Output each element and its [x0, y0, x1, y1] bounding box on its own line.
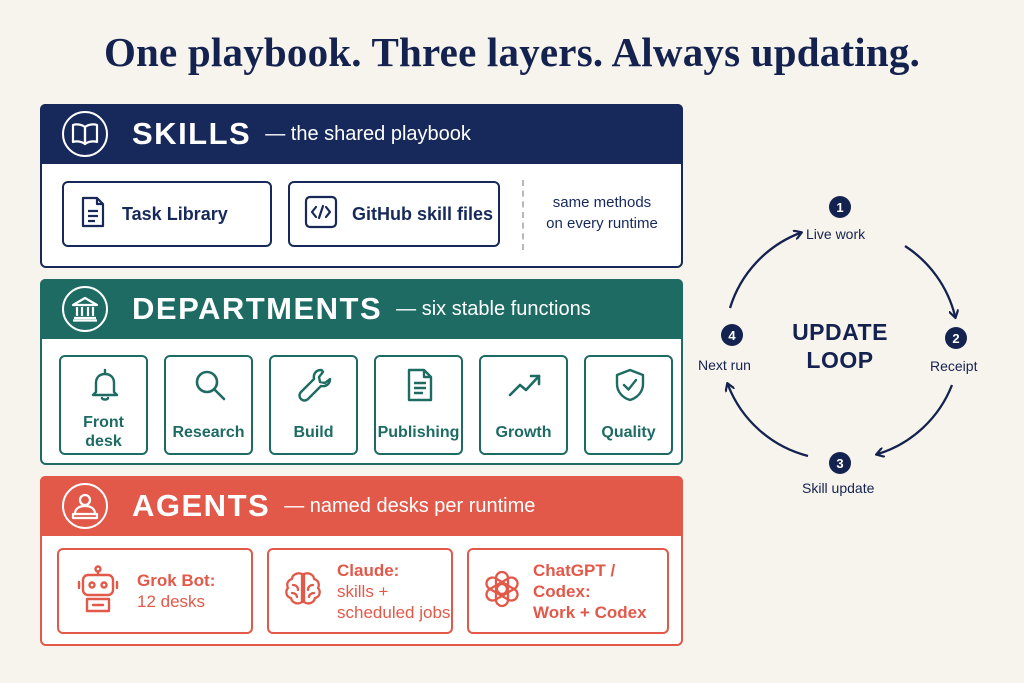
loop-step-2-number: 2	[952, 331, 959, 346]
dept-card-label: Build	[293, 424, 334, 441]
dept-card-label: Quality	[601, 424, 656, 441]
loop-step-4-label: Next run	[698, 357, 751, 373]
dept-card-quality[interactable]: Quality	[584, 355, 673, 455]
dept-card-growth[interactable]: Growth	[479, 355, 568, 455]
dept-card-publishing[interactable]: Publishing	[374, 355, 463, 455]
bell-icon	[91, 368, 119, 401]
loop-step-3-number: 3	[836, 456, 843, 471]
page-title: One playbook. Three layers. Always updat…	[103, 29, 921, 75]
skills-title: SKILLS	[132, 116, 252, 151]
wrench-icon	[298, 368, 332, 402]
skills-layer: SKILLS — the shared playbook Task Librar…	[40, 104, 683, 268]
shield-check-icon	[615, 368, 645, 402]
agents-subtitle: — named desks per runtime	[284, 494, 536, 517]
skills-note: same methods on every runtime	[537, 192, 667, 234]
skills-header: SKILLS — the shared playbook	[40, 104, 683, 164]
loop-arrow-3-4	[728, 385, 809, 458]
building-icon	[62, 286, 108, 332]
code-file-icon	[304, 195, 338, 234]
agent-card-text: ChatGPT / Codex: Work + Codex	[533, 560, 667, 623]
departments-title: DEPARTMENTS	[132, 291, 383, 326]
loop-step-1-badge	[829, 196, 851, 218]
document-icon	[407, 368, 433, 402]
dept-card-label-line: desk	[85, 433, 122, 450]
agent-card-detail: Work + Codex	[533, 602, 647, 622]
document-icon	[80, 196, 106, 233]
robot-icon	[75, 564, 121, 618]
dept-card-front-desk[interactable]: Front desk	[59, 355, 148, 455]
loop-center-title: UPDATE LOOP	[780, 318, 900, 374]
dept-card-label: Growth	[495, 424, 552, 441]
dept-card-label-line: Front	[83, 414, 124, 431]
skill-card-label: Task Library	[122, 203, 228, 224]
agent-card-text: Claude: skills + scheduled jobs	[337, 560, 450, 623]
dept-card-label: Research	[172, 424, 245, 441]
loop-step-2-label: Receipt	[930, 358, 978, 374]
loop-step-1-number: 1	[836, 200, 843, 215]
loop-step-1-label: Live work	[806, 226, 866, 242]
skill-card-label: GitHub skill files	[352, 203, 494, 224]
agents-header: AGENTS — named desks per runtime	[40, 476, 683, 536]
agent-card-claude[interactable]: Claude: skills + scheduled jobs	[267, 548, 453, 634]
agent-card-title: ChatGPT / Codex:	[533, 560, 616, 601]
loop-arrow-1-2	[904, 245, 955, 316]
loop-step-3-label: Skill update	[802, 480, 875, 496]
agent-card-title: Claude:	[337, 560, 400, 580]
dept-card-label: Publishing	[377, 424, 460, 441]
agent-card-detail: skills +	[337, 581, 389, 601]
brain-icon	[283, 569, 323, 614]
departments-header: DEPARTMENTS — six stable functions	[40, 279, 683, 339]
update-loop: 1 2 3 4 Live work Receipt Skill update N…	[690, 180, 1010, 510]
skill-card-task-library[interactable]: Task Library	[62, 181, 272, 247]
loop-arrow-4-1	[728, 233, 800, 309]
agents-layer: AGENTS — named desks per runtime Grok Bo…	[40, 476, 683, 646]
loop-center-line: UPDATE	[792, 319, 888, 345]
loop-step-2-badge	[945, 327, 967, 349]
agent-card-title: Grok Bot:	[137, 571, 216, 590]
openai-knot-icon	[481, 568, 523, 615]
agent-card-detail: scheduled jobs	[337, 602, 451, 622]
agent-card-grok-bot[interactable]: Grok Bot: 12 desks	[57, 548, 253, 634]
skills-note-line: on every runtime	[546, 215, 658, 232]
dept-card-build[interactable]: Build	[269, 355, 358, 455]
agent-card-detail: 12 desks	[137, 592, 206, 611]
loop-step-4-badge	[721, 324, 743, 346]
magnifier-icon	[195, 370, 226, 401]
dept-card-research[interactable]: Research	[164, 355, 253, 455]
agent-card-text: Grok Bot: 12 desks	[137, 570, 215, 612]
skills-divider	[522, 180, 524, 250]
skill-card-github-skill-files[interactable]: GitHub skill files	[288, 181, 500, 247]
loop-step-4-number: 4	[728, 328, 736, 343]
dept-card-label: Front desk	[61, 413, 146, 451]
departments-subtitle: — six stable functions	[396, 297, 591, 320]
person-desk-icon	[62, 483, 108, 529]
update-loop-ring: 1 2 3 4	[721, 196, 967, 474]
skills-note-line: same methods	[552, 194, 652, 211]
skills-subtitle: — the shared playbook	[265, 122, 471, 145]
loop-step-3-badge	[829, 452, 851, 474]
agent-card-chatgpt-codex[interactable]: ChatGPT / Codex: Work + Codex	[467, 548, 669, 634]
loop-arrow-2-3	[878, 384, 954, 454]
skills-body: Task Library GitHub skill files same met…	[42, 164, 681, 264]
agents-title: AGENTS	[132, 488, 271, 523]
trend-up-icon	[508, 374, 541, 397]
loop-center-line: LOOP	[806, 347, 874, 373]
departments-layer: DEPARTMENTS — six stable functions Front…	[40, 279, 683, 465]
book-icon	[62, 111, 108, 157]
